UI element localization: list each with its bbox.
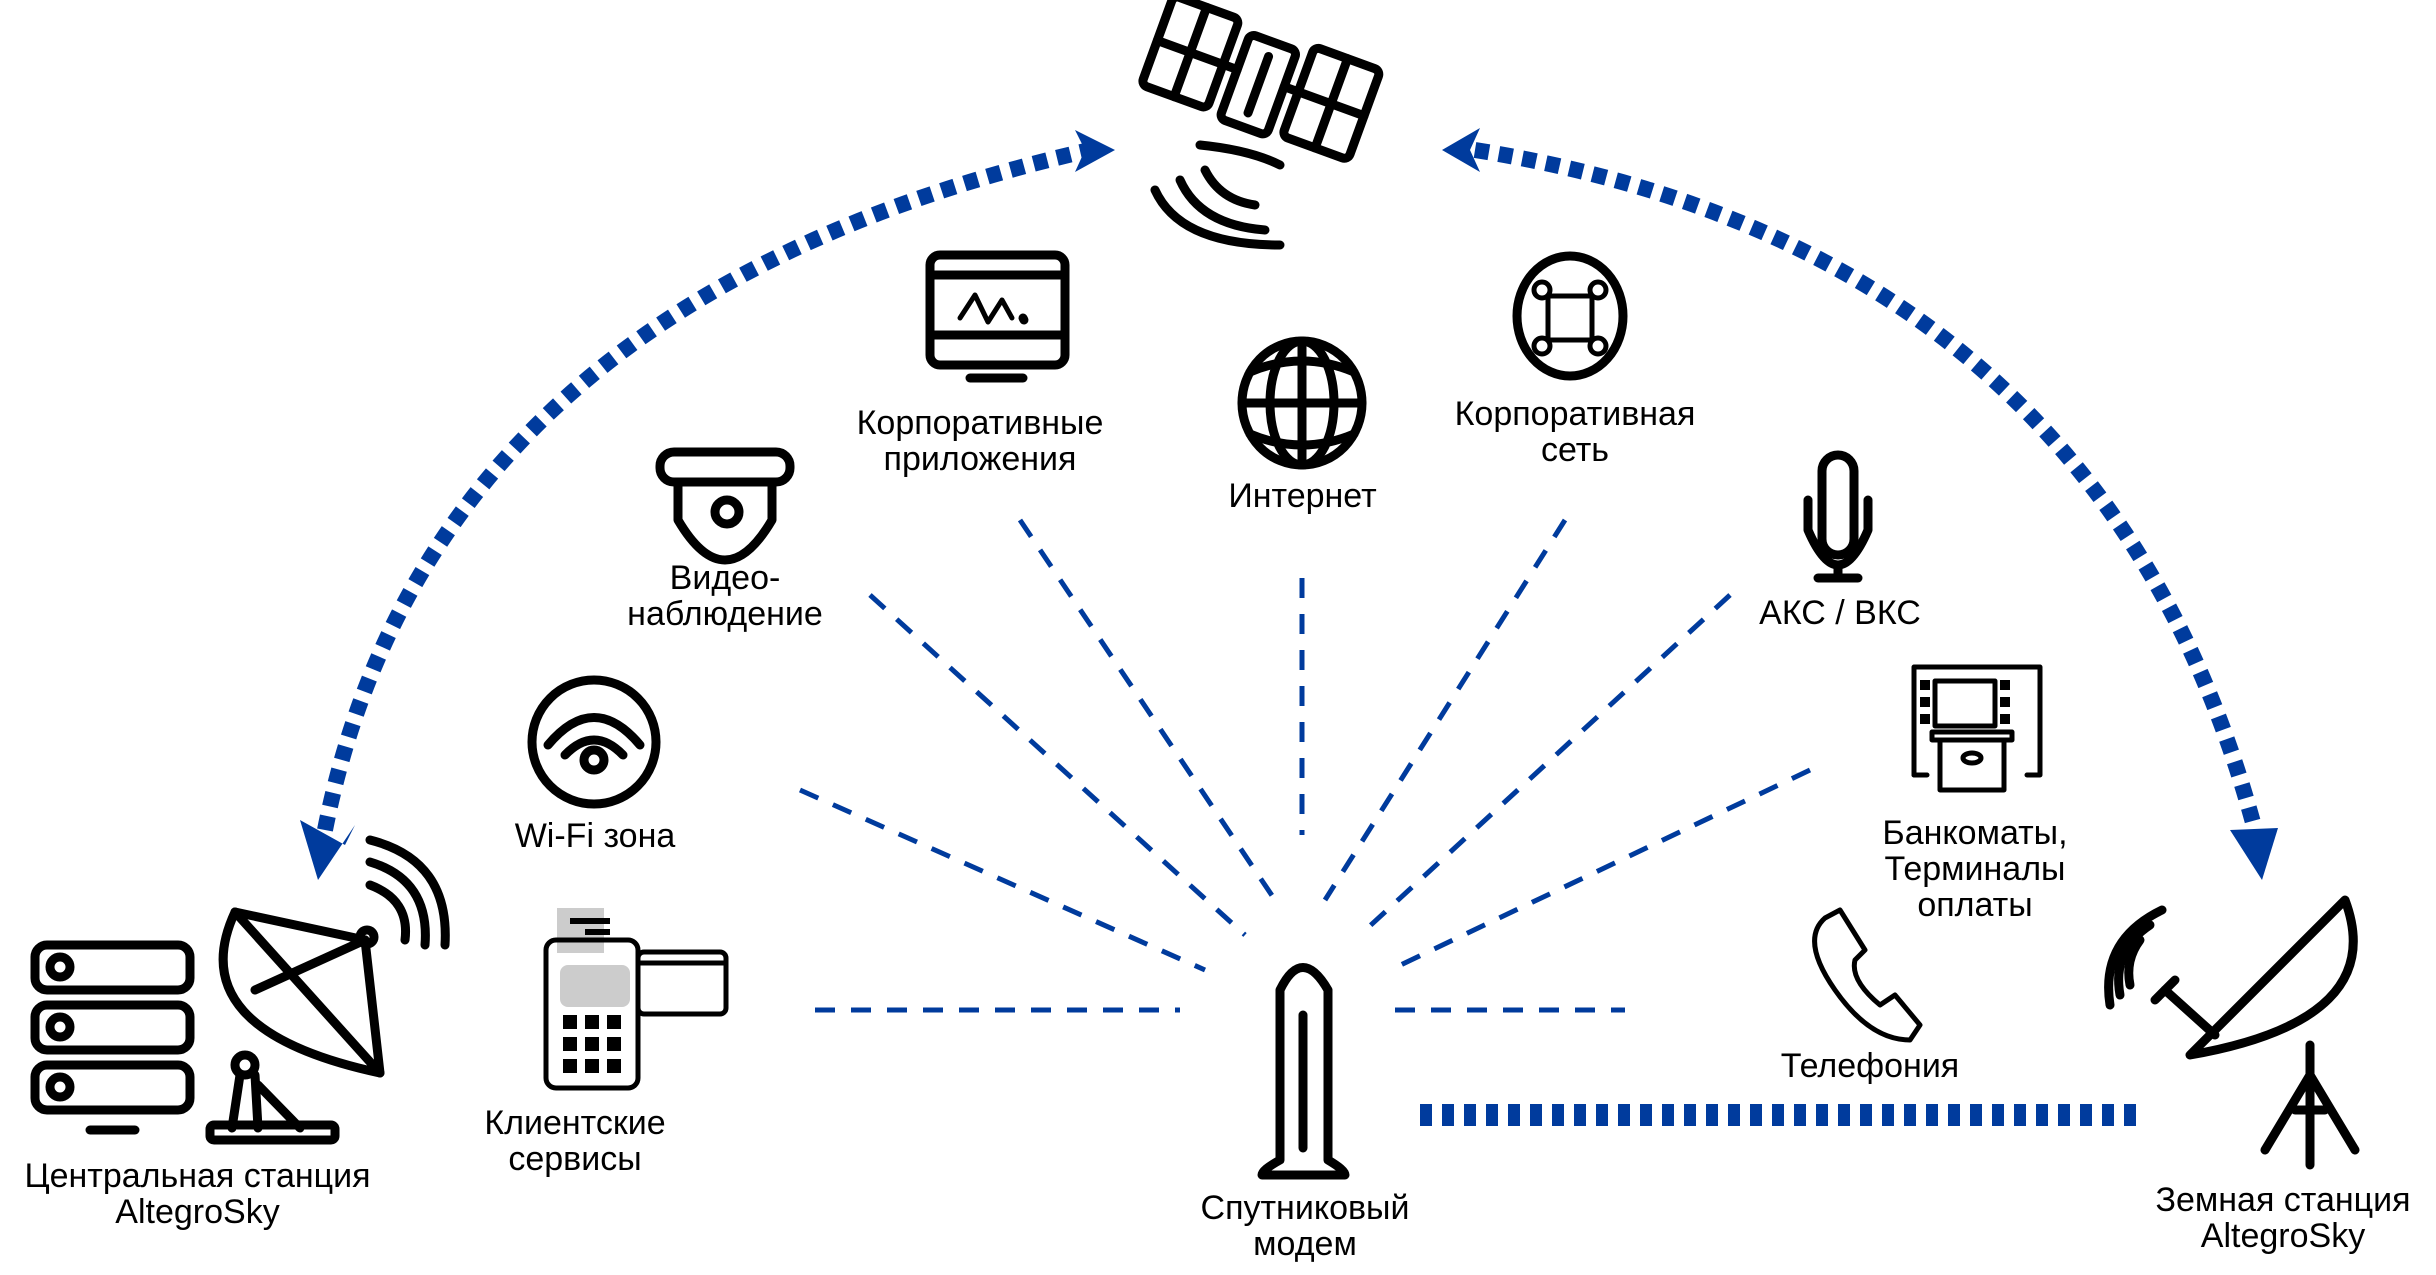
atm-icon: [1911, 664, 2043, 793]
microphone-icon: [1803, 450, 1873, 583]
wifi-icon: [527, 675, 661, 809]
label-atm: Банкоматы, Терминалы оплаты: [1882, 814, 2068, 924]
label-client-services: Клиентские сервисы: [484, 1104, 666, 1178]
label-corp-apps: Корпоративные приложения: [856, 404, 1104, 478]
label-corp-net: Корпоративная сеть: [1454, 395, 1696, 469]
link-modem-atm: [1388, 767, 1812, 973]
monitor-icon: [925, 250, 1070, 383]
arrowhead-earth: [2230, 828, 2278, 880]
label-internet: Интернет: [1228, 477, 1377, 515]
satellite-icon: [1138, 0, 1384, 250]
pos-terminal-icon: [543, 908, 729, 1091]
link-modem-video: [868, 593, 1247, 937]
network-icon: [1512, 251, 1628, 381]
modem-icon: [1257, 963, 1350, 1180]
link-central-satellite: [317, 142, 1092, 832]
link-modem-apps: [1017, 518, 1278, 902]
camera-icon: [655, 447, 795, 565]
label-modem: Спутниковый модем: [1200, 1189, 1410, 1263]
link-earth-satellite: [1473, 142, 2263, 833]
arrowhead-satellite-left: [1075, 130, 1115, 172]
label-earth-station: Земная станция AltegroSky: [2155, 1181, 2411, 1255]
dish-tripod-icon: [2104, 895, 2360, 1170]
link-modem-corpnet: [1322, 518, 1568, 902]
label-wifi: Wi-Fi зона: [514, 817, 676, 855]
server-dish-icon: [30, 835, 450, 1145]
globe-icon: [1237, 336, 1367, 470]
label-central-station: Центральная станция AltegroSky: [24, 1157, 371, 1231]
label-video: Видео- наблюдение: [627, 559, 823, 633]
label-aks: АКС / ВКС: [1759, 594, 1921, 632]
arrowhead-central: [300, 820, 355, 880]
link-modem-aks: [1358, 593, 1732, 937]
arrowhead-satellite-right: [1442, 128, 1480, 172]
label-telephony: Телефония: [1780, 1047, 1960, 1085]
phone-icon: [1812, 907, 1923, 1043]
link-modem-wifi: [798, 787, 1207, 973]
